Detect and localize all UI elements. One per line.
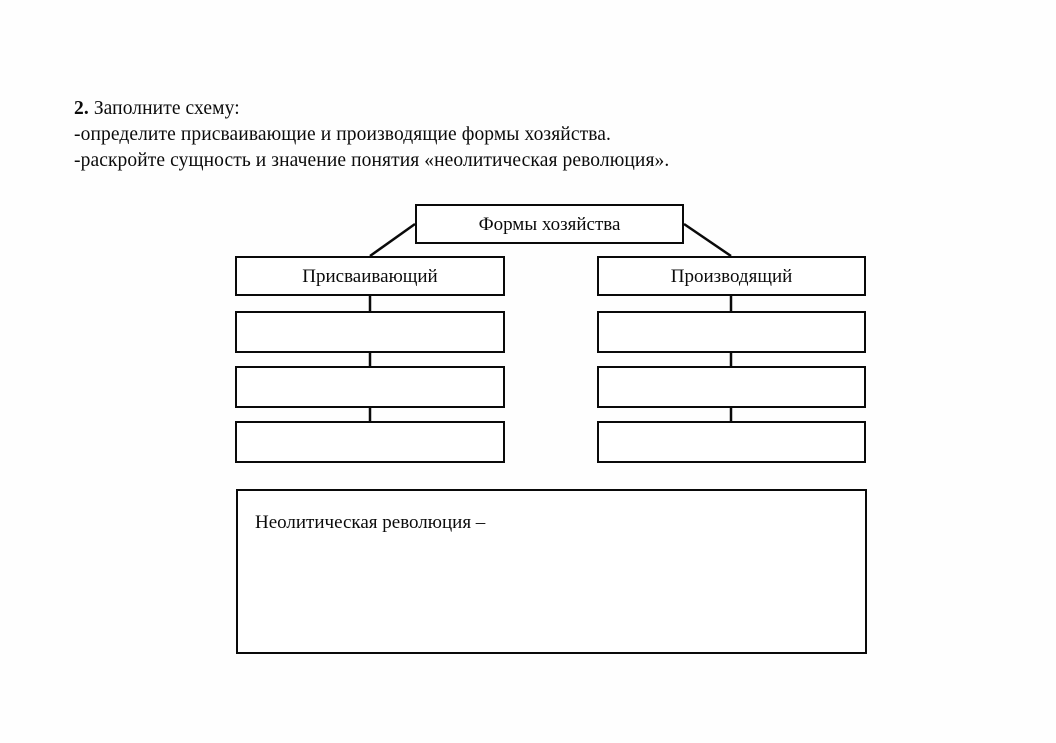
answer-box-neolithic-revolution[interactable]: Неолитическая революция –	[236, 489, 867, 654]
task-title-line: 2. Заполните схему:	[74, 96, 904, 122]
answer-box-prompt: Неолитическая революция –	[255, 512, 486, 533]
blank-box-producing-2[interactable]	[597, 366, 866, 408]
node-forms-of-economy-label: Формы хозяйства	[478, 213, 621, 235]
blank-box-appropriating-1[interactable]	[235, 311, 505, 353]
node-forms-of-economy: Формы хозяйства	[415, 204, 684, 244]
blank-box-appropriating-3[interactable]	[235, 421, 505, 463]
task-bullet-1: -определите присваивающие и производящие…	[74, 124, 611, 145]
task-bullet-2: -раскройте сущность и значение понятия «…	[74, 150, 670, 171]
task-number: 2.	[74, 98, 89, 119]
node-producing-label: Производящий	[670, 265, 793, 287]
node-appropriating-label: Присваивающий	[302, 265, 438, 287]
blank-box-producing-3[interactable]	[597, 421, 866, 463]
node-producing: Производящий	[597, 256, 866, 296]
blank-box-producing-1[interactable]	[597, 311, 866, 353]
connector-root-to-appropriating	[369, 222, 416, 258]
node-appropriating: Присваивающий	[235, 256, 505, 296]
task-instructions: 2. Заполните схему: -определите присваив…	[74, 96, 904, 174]
blank-box-appropriating-2[interactable]	[235, 366, 505, 408]
task-title: Заполните схему:	[93, 98, 240, 119]
connector-root-to-producing	[683, 222, 732, 258]
